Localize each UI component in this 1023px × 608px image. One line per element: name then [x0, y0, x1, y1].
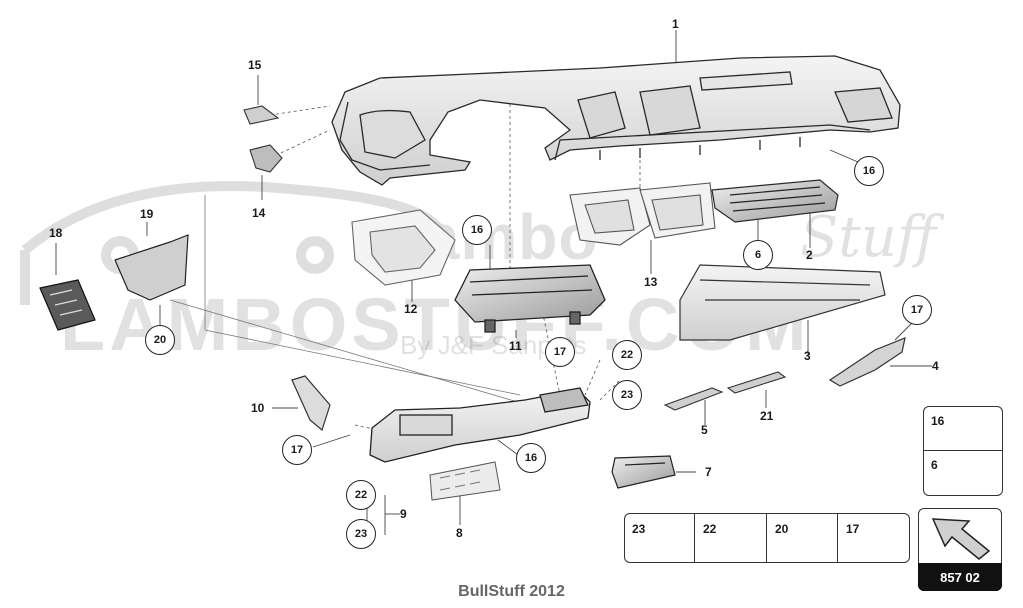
callout-22-circle-b[interactable]: 22	[346, 480, 376, 510]
legend-bottom-label-17: 17	[846, 522, 860, 536]
navigation-arrow-icon[interactable]	[919, 511, 999, 563]
legend-divider	[924, 450, 1002, 451]
callout-17-circle-b[interactable]: 17	[545, 337, 575, 367]
callout-12[interactable]: 12	[404, 302, 418, 316]
fastener-legend-bottom	[624, 513, 910, 563]
legend-divider	[766, 514, 767, 562]
callout-18[interactable]: 18	[49, 226, 63, 240]
callout-13[interactable]: 13	[644, 275, 658, 289]
callout-17-circle-c[interactable]: 17	[282, 435, 312, 465]
part-4-trim-right	[828, 337, 906, 387]
callout-10[interactable]: 10	[251, 401, 265, 415]
part-3-glovebox	[679, 264, 886, 341]
part-18-switch-block	[39, 279, 96, 331]
part-15-cover	[243, 105, 280, 125]
callout-9[interactable]: 9	[400, 507, 407, 521]
part-10-end-cap	[291, 375, 331, 432]
fastener-legend-right	[923, 406, 1003, 496]
callout-11[interactable]: 11	[509, 339, 522, 353]
legend-right-label-6: 6	[931, 458, 938, 472]
watermark-brand-script: Stuff	[800, 205, 937, 270]
callout-4[interactable]: 4	[932, 359, 939, 373]
legend-bottom-label-20: 20	[775, 522, 789, 536]
part-9-lower-console	[369, 387, 591, 463]
callout-16-circle-b[interactable]: 16	[462, 215, 492, 245]
callout-2[interactable]: 2	[806, 248, 813, 262]
callout-3[interactable]: 3	[804, 349, 811, 363]
footer-credit: BullStuff 2012	[458, 583, 565, 600]
part-19-bracket	[114, 234, 189, 301]
callout-16-circle-a[interactable]: 16	[854, 156, 884, 186]
callout-1[interactable]: 1	[672, 17, 679, 31]
part-5-trim	[663, 387, 724, 411]
part-2-vent-housing	[711, 179, 839, 223]
callout-23-circle-a[interactable]: 23	[612, 380, 642, 410]
callout-14[interactable]: 14	[252, 206, 266, 220]
callout-23-circle-b[interactable]: 23	[346, 519, 376, 549]
part-14-sensor	[249, 144, 283, 173]
diagram-id-badge: 857 02	[918, 563, 1002, 591]
legend-divider	[694, 514, 695, 562]
legend-bottom-label-23: 23	[632, 522, 646, 536]
legend-bottom-label-22: 22	[703, 522, 717, 536]
part-12-instrument-frame	[351, 209, 456, 286]
part-1-dashboard-carrier	[331, 55, 901, 186]
legend-right-label-16: 16	[931, 414, 945, 428]
callout-17-circle-a[interactable]: 17	[902, 295, 932, 325]
callout-6-circle[interactable]: 6	[743, 240, 773, 270]
part-21-trim	[726, 371, 787, 394]
part-13-vent-frames	[569, 182, 716, 246]
long-guide-lines	[169, 195, 529, 406]
part-7-bracket	[611, 455, 676, 489]
callout-15[interactable]: 15	[248, 58, 262, 72]
legend-divider	[837, 514, 838, 562]
callout-16-circle-c[interactable]: 16	[516, 443, 546, 473]
callout-20-circle[interactable]: 20	[145, 325, 175, 355]
callout-7[interactable]: 7	[705, 465, 712, 479]
callout-21[interactable]: 21	[760, 409, 774, 423]
callout-22-circle-a[interactable]: 22	[612, 340, 642, 370]
part-8-switch-panel	[429, 461, 501, 501]
callout-19[interactable]: 19	[140, 207, 154, 221]
part-11-cluster-housing	[454, 264, 606, 333]
callout-5[interactable]: 5	[701, 423, 708, 437]
callout-8[interactable]: 8	[456, 526, 463, 540]
watermark-car-silhouette	[20, 181, 445, 305]
